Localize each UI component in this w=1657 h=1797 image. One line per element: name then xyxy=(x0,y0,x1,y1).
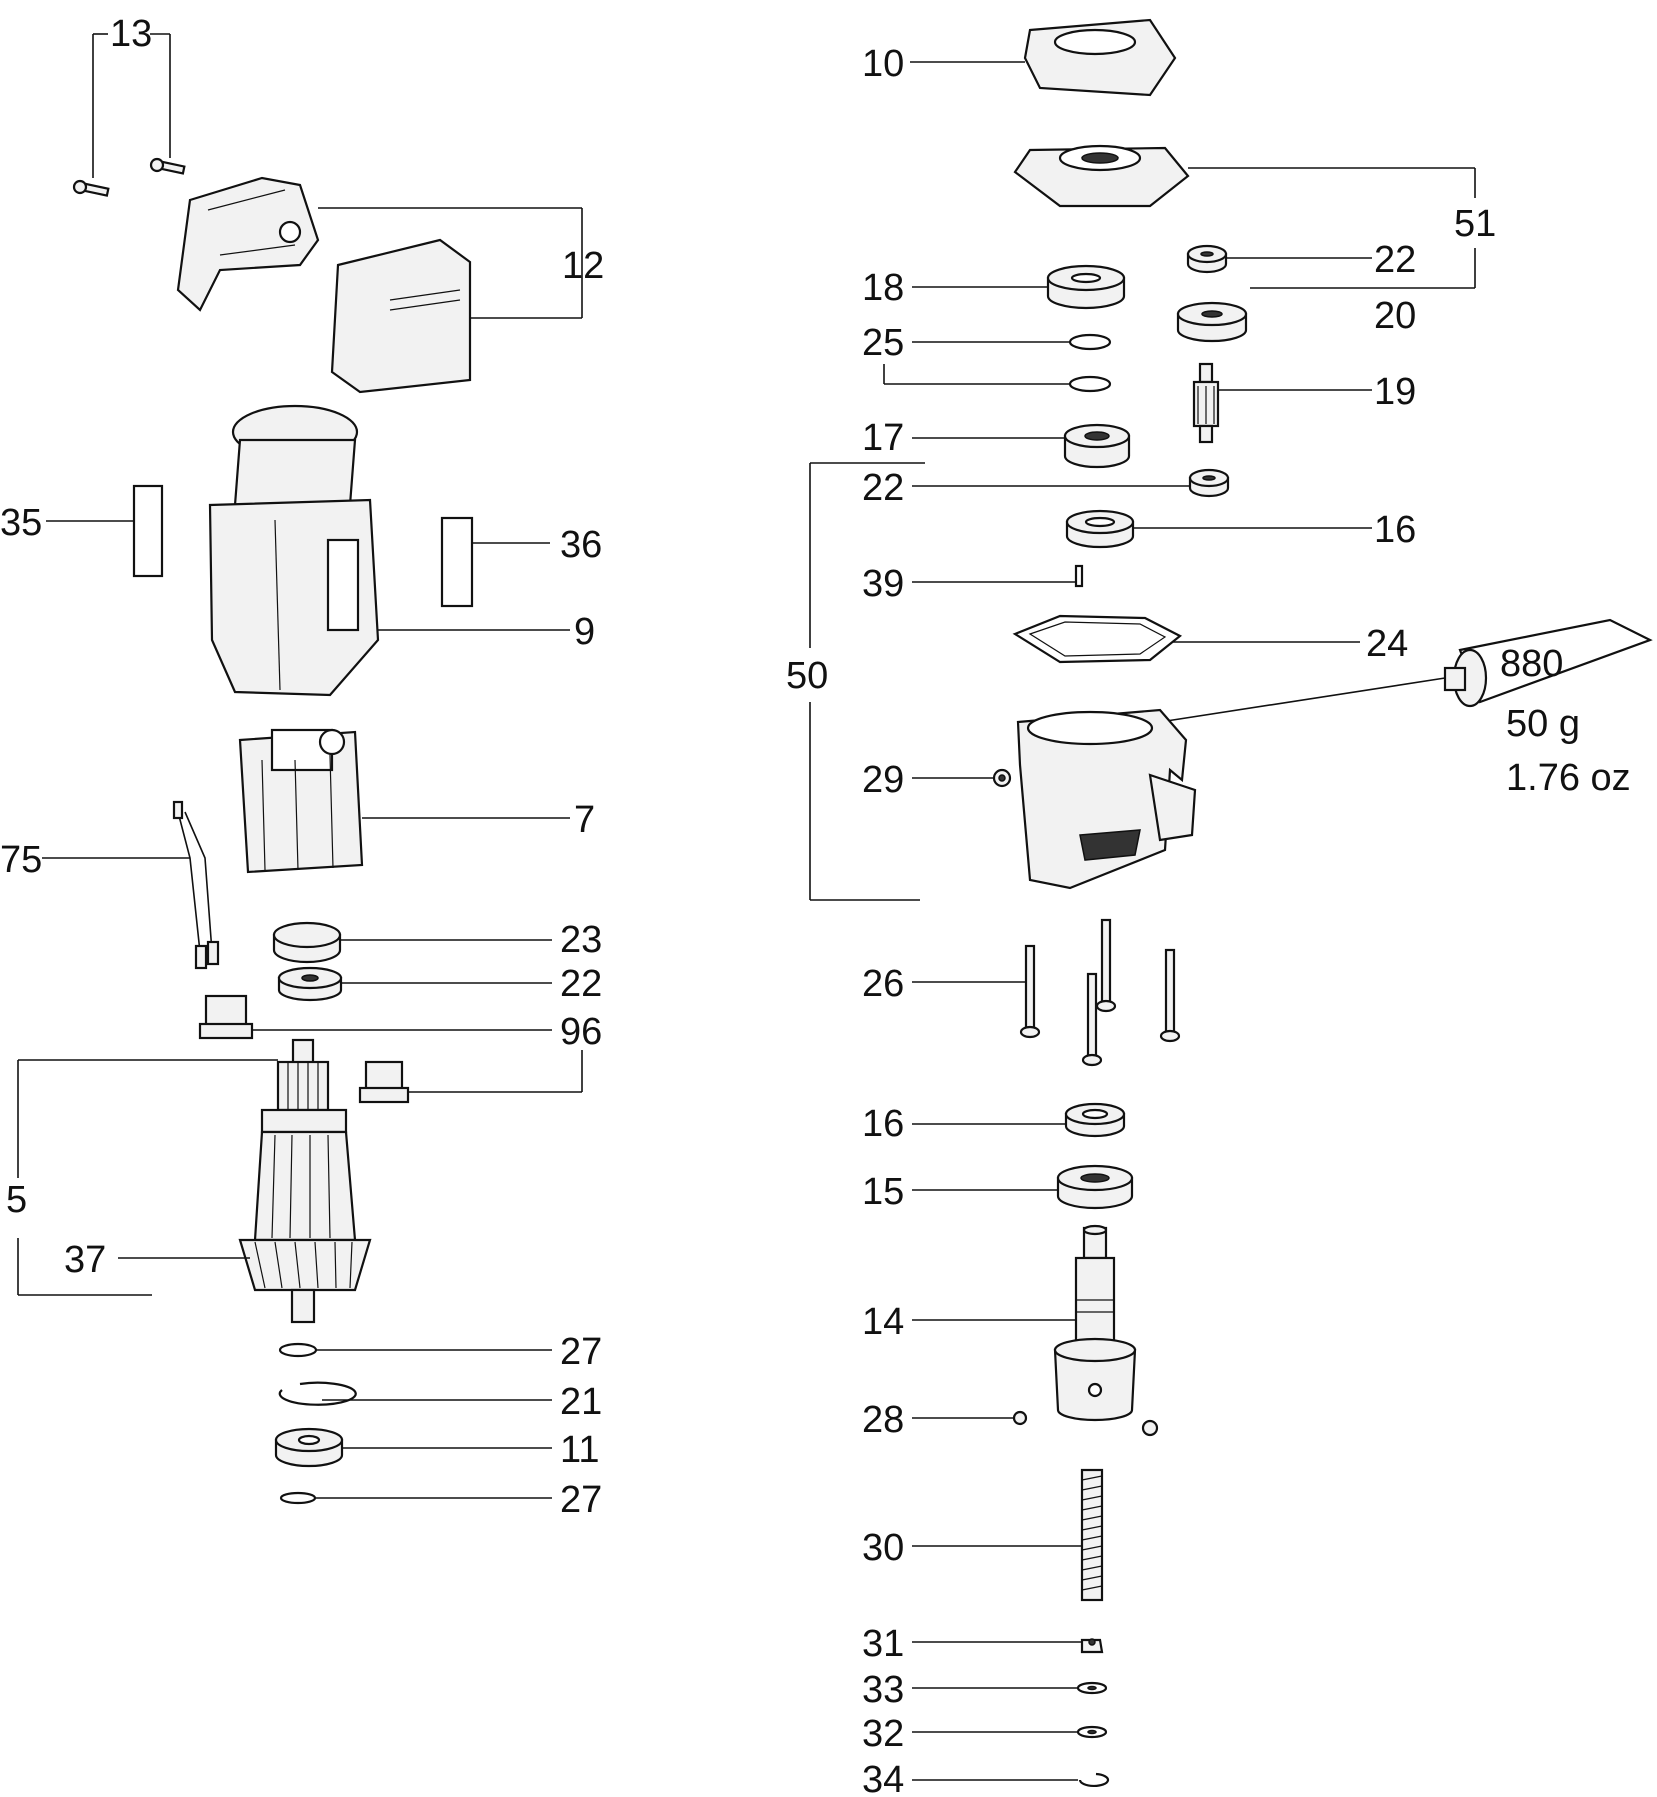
grease-weight-oz: 1.76 oz xyxy=(1506,757,1631,799)
part-5-armature xyxy=(17,1038,372,1324)
label-19: 19 xyxy=(1374,371,1416,413)
label-27-a: 27 xyxy=(560,1331,602,1373)
label-29: 29 xyxy=(862,759,904,801)
part-24-gasket xyxy=(1012,614,1360,664)
part-27-ring-b xyxy=(279,1491,552,1505)
label-26: 26 xyxy=(862,963,904,1005)
label-32: 32 xyxy=(862,1713,904,1755)
label-12: 12 xyxy=(562,245,604,287)
part-28-balls xyxy=(912,1410,1159,1437)
label-75: 75 xyxy=(0,839,42,881)
label-24: 24 xyxy=(1366,623,1408,665)
label-22-mid: 22 xyxy=(862,467,904,509)
part-26-screws xyxy=(912,918,1181,1067)
label-11: 11 xyxy=(560,1429,599,1471)
label-27-b: 27 xyxy=(560,1479,602,1521)
part-7-field xyxy=(238,728,570,874)
part-12-covers xyxy=(176,176,583,394)
label-13: 13 xyxy=(110,13,152,55)
part-75-wires xyxy=(42,800,220,970)
label-22-left: 22 xyxy=(560,963,602,1005)
part-50-gear-housing xyxy=(809,462,1197,901)
part-15-bearing xyxy=(912,1164,1134,1210)
label-31: 31 xyxy=(862,1623,904,1665)
part-27-ring-a xyxy=(278,1342,552,1358)
label-39: 39 xyxy=(862,563,904,605)
part-13-screws xyxy=(72,33,186,197)
label-20: 20 xyxy=(1374,295,1416,337)
part-10-top-cap xyxy=(910,18,1177,97)
grease-code-label: 880 xyxy=(1500,643,1563,685)
part-51-gear-cover xyxy=(1013,144,1476,289)
part-16-seal-a xyxy=(1065,509,1372,549)
part-20-gear xyxy=(1176,301,1248,343)
part-17-bearing xyxy=(912,423,1131,469)
part-29-nut xyxy=(912,768,1012,788)
part-22-bearing-top xyxy=(1186,244,1372,274)
part-35-label xyxy=(46,484,164,578)
part-21-circlip xyxy=(278,1381,552,1406)
part-9-motor-housing xyxy=(208,404,570,697)
part-23-cap xyxy=(272,921,552,964)
label-5: 5 xyxy=(6,1179,27,1221)
part-22-bearing-mid xyxy=(912,468,1230,498)
part-25-washers xyxy=(883,333,1112,393)
part-34-circlip xyxy=(912,1772,1110,1788)
label-37: 37 xyxy=(64,1239,106,1281)
label-16-b: 16 xyxy=(862,1103,904,1145)
label-30: 30 xyxy=(862,1527,904,1569)
grease-weight-g: 50 g xyxy=(1506,703,1580,745)
part-39-pin xyxy=(912,564,1084,588)
part-30-spring xyxy=(912,1468,1104,1602)
label-50: 50 xyxy=(786,655,828,697)
part-31-nut xyxy=(912,1638,1104,1654)
part-11-bearing xyxy=(274,1427,552,1468)
part-18-gear xyxy=(912,264,1126,310)
label-10: 10 xyxy=(862,43,904,85)
label-18: 18 xyxy=(862,267,904,309)
label-51: 51 xyxy=(1454,203,1496,245)
label-96: 96 xyxy=(560,1011,602,1053)
part-14-spindle xyxy=(912,1224,1137,1422)
label-9: 9 xyxy=(574,611,595,653)
label-35: 35 xyxy=(0,502,42,544)
label-17: 17 xyxy=(862,417,904,459)
label-25: 25 xyxy=(862,322,904,364)
label-14: 14 xyxy=(862,1301,904,1343)
label-23: 23 xyxy=(560,919,602,961)
label-16-a: 16 xyxy=(1374,509,1416,551)
label-33: 33 xyxy=(862,1669,904,1711)
label-15: 15 xyxy=(862,1171,904,1213)
part-96-brush-holders xyxy=(198,994,583,1104)
part-880-grease-tube xyxy=(1159,618,1653,723)
part-22-bearing-left xyxy=(277,966,552,1002)
label-36: 36 xyxy=(560,524,602,566)
callout-labels: 13 12 35 36 9 75 7 23 22 96 5 37 27 21 1… xyxy=(0,13,1631,1797)
label-21: 21 xyxy=(560,1381,602,1423)
part-33-washer xyxy=(912,1681,1108,1695)
label-7: 7 xyxy=(574,799,595,841)
part-16-seal-b xyxy=(912,1102,1126,1138)
label-28: 28 xyxy=(862,1399,904,1441)
part-32-washer xyxy=(912,1725,1108,1739)
label-34: 34 xyxy=(862,1759,904,1797)
label-22-top: 22 xyxy=(1374,239,1416,281)
part-19-pinion xyxy=(1192,362,1372,444)
part-36-label xyxy=(440,516,550,608)
